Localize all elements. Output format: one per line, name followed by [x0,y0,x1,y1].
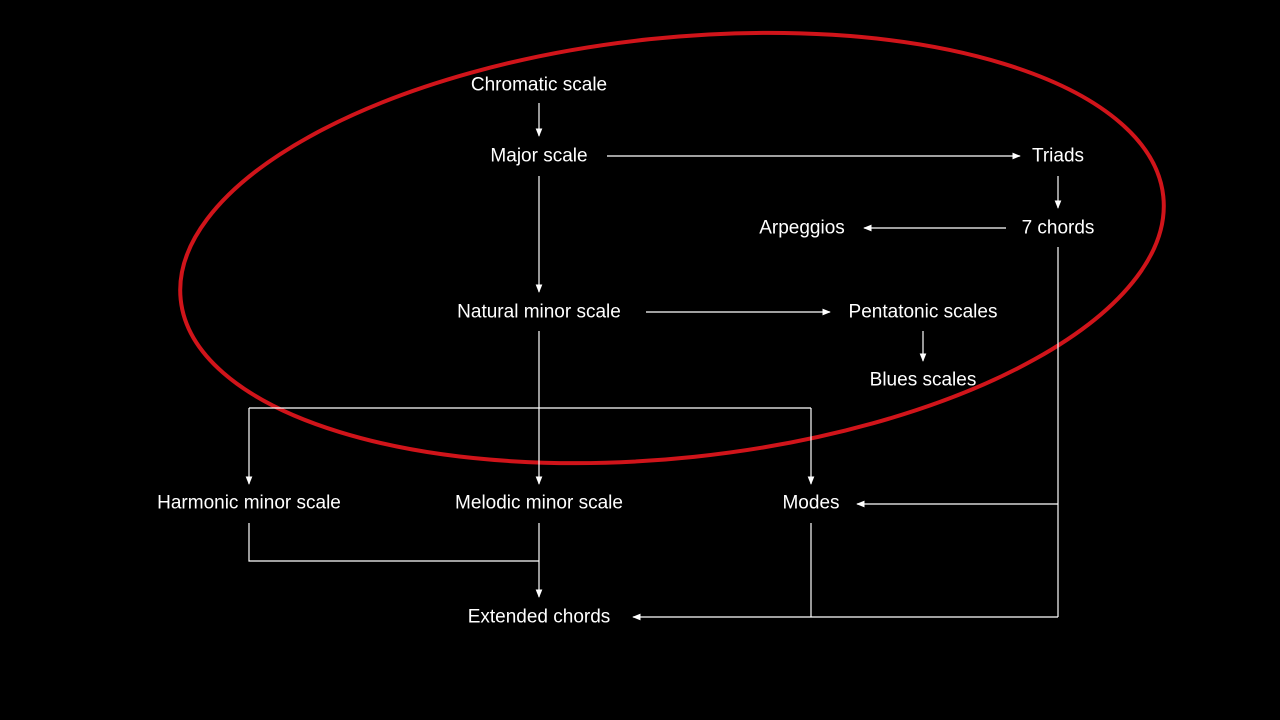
node-natural-minor-scale: Natural minor scale [457,301,621,323]
node-major-scale: Major scale [490,145,588,167]
highlight-ellipse [178,30,1166,466]
node-extended-chords: Extended chords [467,606,611,628]
edge-harmonicminor-extended [248,523,539,562]
node-arpeggios: Arpeggios [759,217,845,239]
node-melodic-minor-scale: Melodic minor scale [455,492,623,514]
node-harmonic-minor-scale: Harmonic minor scale [157,492,341,514]
node-blues-scales: Blues scales [869,369,977,391]
node-7-chords: 7 chords [1021,217,1095,239]
node-chromatic-scale: Chromatic scale [470,74,608,96]
node-modes: Modes [782,492,840,514]
node-pentatonic-scales: Pentatonic scales [848,301,998,323]
node-triads: Triads [1031,145,1085,167]
